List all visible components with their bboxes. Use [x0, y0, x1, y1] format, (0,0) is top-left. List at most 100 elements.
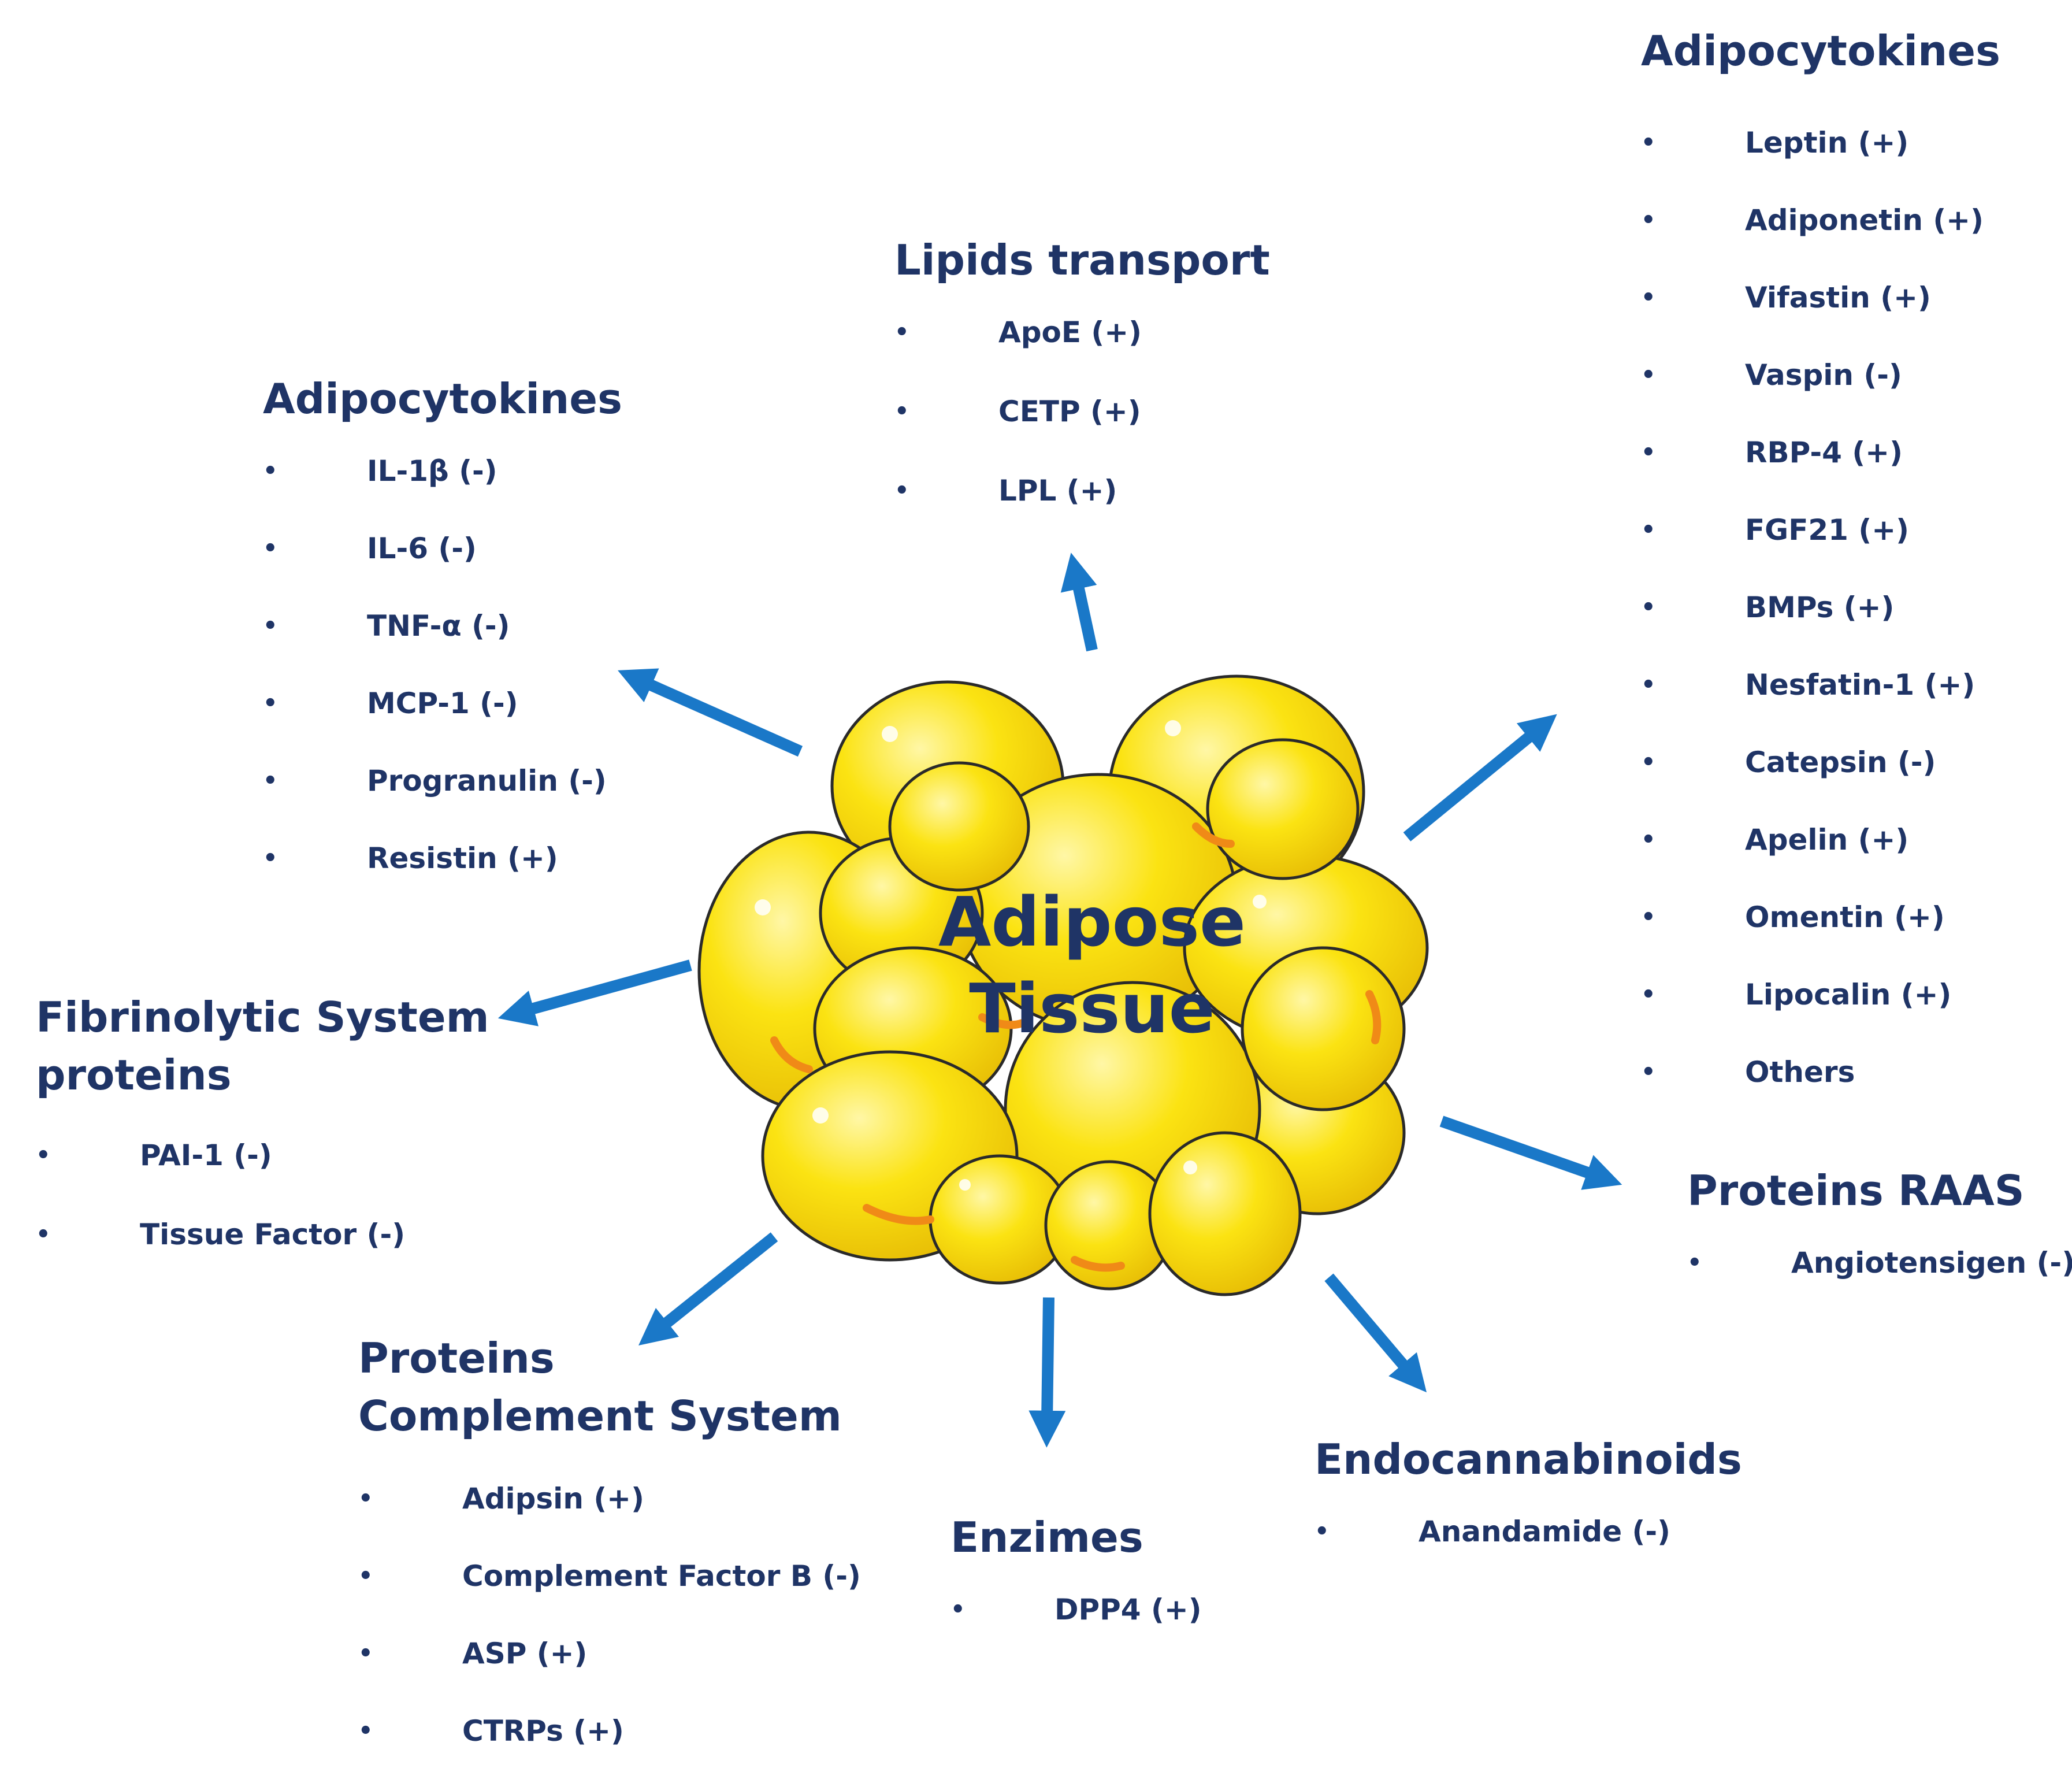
group-item-list: • Leptin (+) • Adiponetin (+) • Vifastin (+) •… — [1641, 80, 2000, 1132]
group-endocannabinoids: Endocannabinoids • Anandamide (-) — [1315, 1430, 1742, 1591]
list-item-label: CTRPs (+) — [462, 1714, 624, 1748]
bullet-icon: • — [358, 1640, 373, 1667]
list-item-label: IL-1β (-) — [367, 454, 497, 488]
bullet-icon: • — [894, 319, 909, 346]
list-item-label: Catepsin (-) — [1745, 746, 1936, 779]
adipose-cell — [1206, 738, 1360, 880]
group-title: Adipocytokines — [1641, 27, 2000, 75]
group-item-list: •ApoE (+)•CETP (+)•LPL (+) — [894, 289, 1270, 552]
list-item-label: Resistin (+) — [367, 841, 558, 875]
bullet-icon: • — [36, 1142, 51, 1169]
bullet-icon: • — [1641, 826, 1656, 853]
adipose-cell — [888, 761, 1030, 892]
list-item-label: BMPs (+) — [1745, 591, 1895, 624]
adipose-cell-cluster — [697, 674, 1429, 1296]
bullet-icon: • — [1641, 517, 1656, 543]
group-title: Endocannabinoids — [1315, 1435, 1742, 1484]
group-item-list: • DPP4 (+) — [950, 1566, 1202, 1669]
list-item-label: RBP-4 (+) — [1745, 436, 1903, 469]
bullet-icon: • — [263, 690, 278, 717]
bullet-icon: • — [1641, 1059, 1656, 1085]
bullet-icon: • — [1641, 672, 1656, 698]
list-item-label: PAI-1 (-) — [140, 1139, 272, 1172]
adipose-cell — [1148, 1131, 1302, 1296]
list-item-label: Vaspin (-) — [1745, 358, 1902, 392]
bullet-icon: • — [263, 768, 278, 794]
group-item-list: • IL-1β (-) • IL-6 (-) • TNF-α (-) • MCP-1 (-) •… — [263, 428, 622, 918]
bullet-icon: • — [36, 1221, 51, 1248]
list-item-label: DPP4 (+) — [1054, 1593, 1202, 1626]
group-adipocytokines-right: Adipocytokines • Leptin (+) • Adiponetin (+… — [1641, 22, 2000, 1132]
arrow-to-lipids-transport — [1060, 553, 1098, 652]
group-title: Adipocytokines — [263, 375, 622, 423]
group-adipocytokines-left: Adipocytokines • IL-1β (-) • IL-6 (-) • TNF-α… — [263, 370, 622, 918]
list-item-label: Tissue Factor (-) — [140, 1218, 406, 1251]
group-title-line2: Complement System — [358, 1392, 842, 1440]
bullet-icon: • — [1641, 284, 1656, 311]
bullet-icon: • — [263, 613, 278, 639]
list-item-label: Angiotensigen (-) — [1791, 1246, 2072, 1280]
arrow-to-proteins-raas — [1439, 1115, 1622, 1190]
arrow-to-fibrinolytic — [497, 959, 692, 1026]
bullet-icon: • — [894, 398, 909, 425]
group-item-list: • Anandamide (-) — [1315, 1488, 1742, 1591]
list-item-label: MCP-1 (-) — [367, 687, 518, 720]
cell-accents — [770, 822, 1382, 1272]
bullet-icon: • — [1641, 981, 1656, 1008]
bullet-icon: • — [263, 458, 278, 484]
list-item-label: Others — [1745, 1055, 1855, 1089]
list-item-label: TNF-α (-) — [367, 609, 510, 643]
bullet-icon: • — [358, 1485, 373, 1512]
list-item-label: Apelin (+) — [1745, 823, 1909, 857]
bullet-icon: • — [950, 1596, 966, 1623]
bullet-icon: • — [1641, 439, 1656, 466]
bullet-icon: • — [894, 477, 909, 504]
group-lipids-transport: Lipids transport •ApoE (+)•CETP (+)•LPL … — [894, 231, 1270, 552]
arrow-to-enzimes — [1028, 1297, 1066, 1448]
list-item-label: Anandamide (-) — [1419, 1515, 1670, 1548]
arrow-to-endocannabinoids — [1324, 1273, 1427, 1393]
list-item-label: Progranulin (-) — [367, 764, 607, 798]
group-item-list: • PAI-1 (-) • Tissue Factor (-) — [36, 1104, 489, 1296]
bullet-icon: • — [1641, 749, 1656, 776]
list-item-label: Adiponetin (+) — [1745, 203, 1984, 237]
bullet-icon: • — [358, 1718, 373, 1744]
group-title: Enzimes — [950, 1513, 1143, 1562]
group-item-list: •Adipsin (+)•Complement Factor B (-)•ASP… — [358, 1445, 861, 1772]
bullet-icon: • — [1315, 1518, 1330, 1545]
arrow-to-adipocytokines-right — [1403, 714, 1557, 841]
group-title-line1: Proteins — [358, 1334, 555, 1382]
bullet-icon: • — [1641, 129, 1656, 156]
bullet-icon: • — [263, 845, 278, 872]
group-title: Lipids transport — [894, 236, 1270, 284]
bullet-icon: • — [1687, 1250, 1702, 1276]
bullet-icon: • — [263, 535, 278, 562]
list-item-label: Lipocalin (+) — [1745, 978, 1952, 1011]
list-item-label: CETP (+) — [998, 395, 1141, 428]
bullet-icon: • — [358, 1563, 373, 1589]
adipose-cell — [1241, 946, 1406, 1111]
arrow-to-complement — [638, 1232, 778, 1345]
list-item-label: Vifastin (+) — [1745, 281, 1931, 314]
adipose-tissue-label: Adipose Tissue — [913, 878, 1271, 1052]
list-item-label: Adipsin (+) — [462, 1482, 644, 1515]
center-label-line1: Adipose — [938, 882, 1246, 962]
group-title-line2: proteins — [36, 1051, 232, 1099]
list-item-label: IL-6 (-) — [367, 532, 477, 565]
list-item-label: Leptin (+) — [1745, 126, 1909, 160]
bullet-icon: • — [1641, 207, 1656, 233]
group-title-line1: Fibrinolytic System — [36, 993, 489, 1041]
bullet-icon: • — [1641, 904, 1656, 931]
cell-highlights — [755, 720, 1267, 1191]
arrow-set — [497, 553, 1622, 1448]
list-item-label: Nesfatin-1 (+) — [1745, 668, 1976, 702]
arrow-to-adipocytokines-left — [618, 668, 803, 757]
group-proteins-raas: Proteins RAAS •Angiotensigen (-) — [1687, 1162, 2072, 1322]
bullet-icon: • — [1641, 594, 1656, 621]
list-item-label: Omentin (+) — [1745, 900, 1945, 934]
list-item-label: LPL (+) — [998, 474, 1117, 507]
list-item-label: ASP (+) — [462, 1637, 588, 1670]
group-item-list: • Angiotensigen (-) — [1687, 1219, 2072, 1322]
